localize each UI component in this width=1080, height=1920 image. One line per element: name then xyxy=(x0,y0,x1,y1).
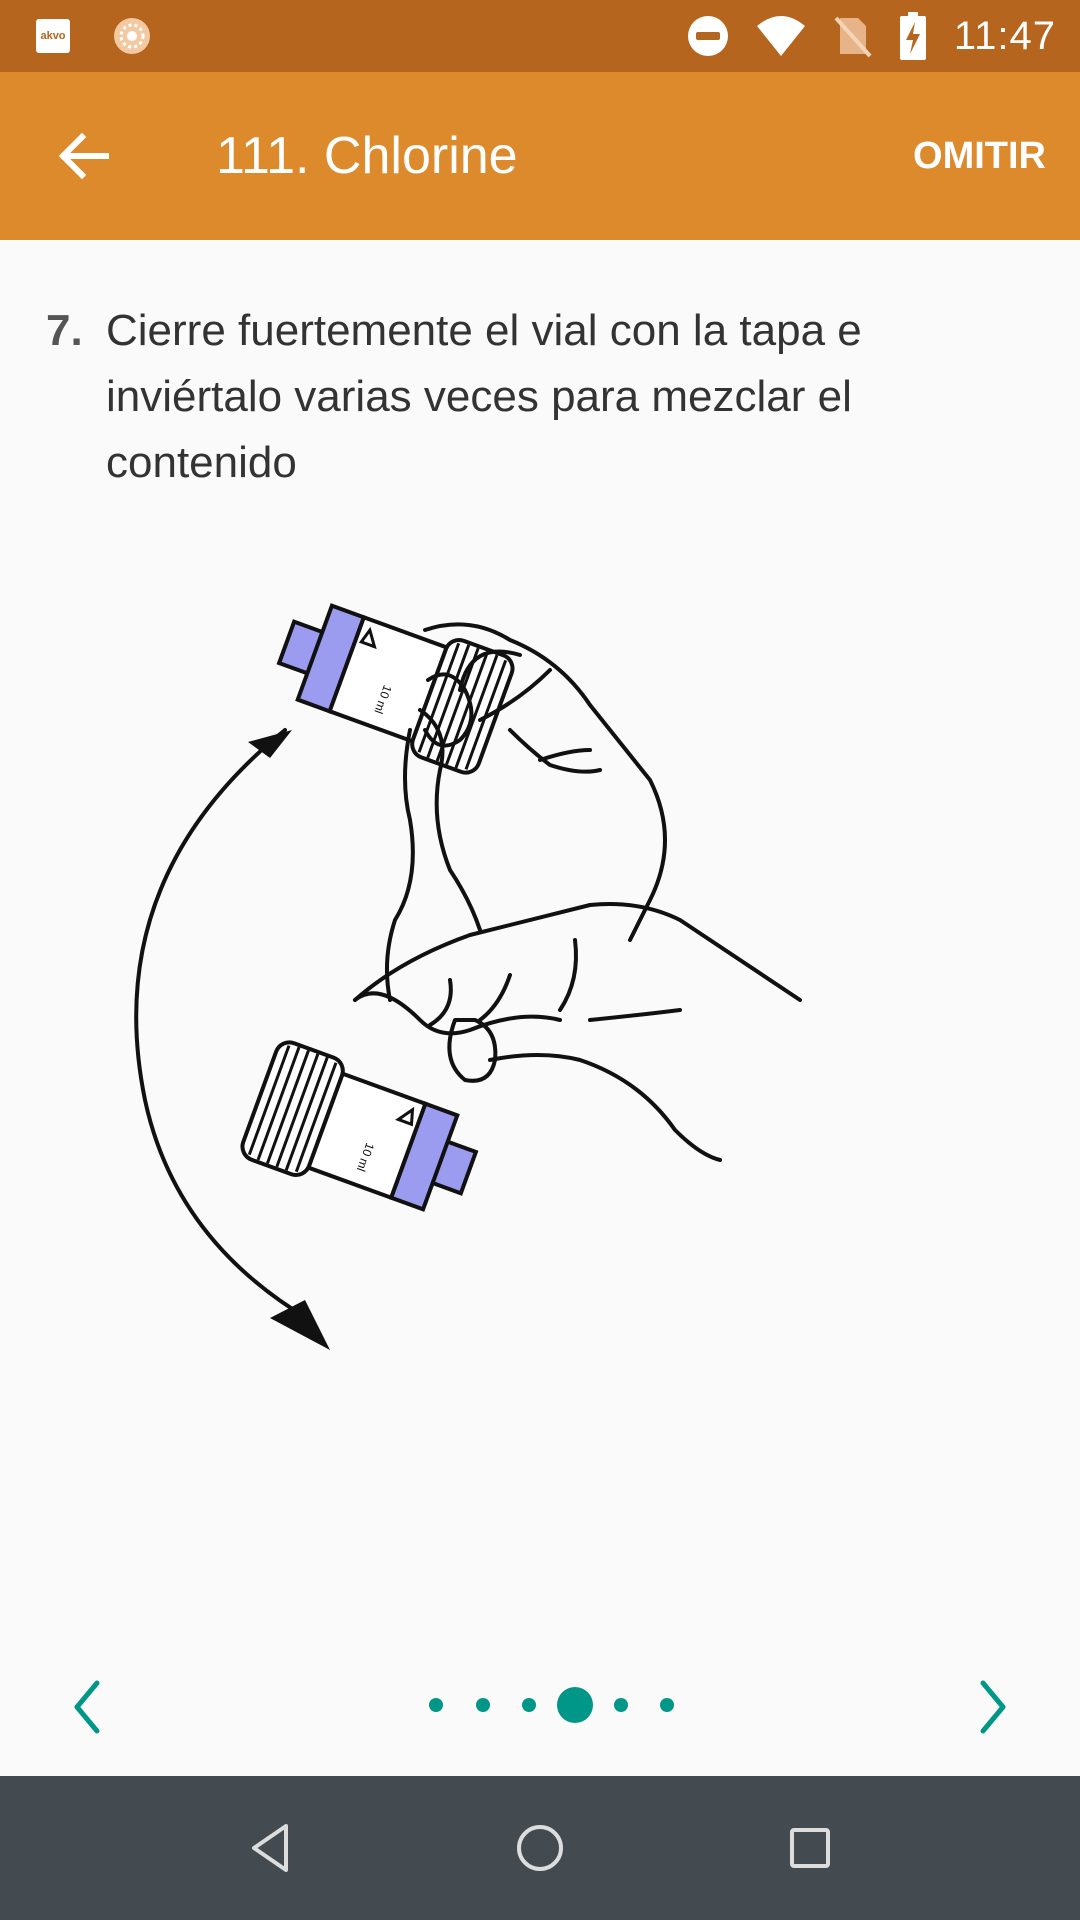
step-text: Cierre fuertemente el vial con la tapa e… xyxy=(106,306,862,487)
home-circle-icon xyxy=(517,1825,563,1871)
notification-icons: akvo xyxy=(36,14,154,58)
next-step-button[interactable] xyxy=(958,1672,1028,1742)
page-dot[interactable] xyxy=(522,1698,536,1712)
do-not-disturb-icon xyxy=(687,16,728,56)
page-dot[interactable] xyxy=(476,1698,490,1712)
wifi-icon xyxy=(756,16,805,56)
akvo-app-icon: akvo xyxy=(36,19,70,53)
page-title: 111. Chlorine xyxy=(216,127,518,185)
app-bar: 111. Chlorine OMITIR xyxy=(0,72,1080,240)
page-dot-active[interactable] xyxy=(557,1687,593,1723)
system-icons: 11:47 xyxy=(686,8,1056,64)
back-triangle-icon xyxy=(252,1824,288,1872)
system-nav-bar xyxy=(0,1776,1080,1920)
instruction-step: 7. Cierre fuertemente el vial con la tap… xyxy=(46,298,1006,496)
sun-app-icon xyxy=(114,18,150,54)
nav-recents-button[interactable] xyxy=(774,1812,846,1884)
skip-button[interactable]: OMITIR xyxy=(913,135,1046,177)
page-dot[interactable] xyxy=(660,1698,674,1712)
no-sim-icon xyxy=(834,16,872,58)
page-dot[interactable] xyxy=(614,1698,628,1712)
akvo-logo-text: akvo xyxy=(40,30,66,42)
clock: 11:47 xyxy=(953,13,1056,58)
back-button[interactable] xyxy=(44,116,124,196)
chevron-right-icon xyxy=(980,1680,1006,1734)
invert-vial-illustration: 10 ml 10 ml xyxy=(134,603,802,1350)
previous-step-button[interactable] xyxy=(52,1672,122,1742)
battery-charging-icon xyxy=(899,12,926,60)
nav-home-button[interactable] xyxy=(504,1812,576,1884)
arrow-back-icon xyxy=(58,132,109,180)
page-dot[interactable] xyxy=(429,1698,443,1712)
recents-square-icon xyxy=(790,1828,830,1868)
chevron-left-icon xyxy=(74,1680,100,1734)
step-pager xyxy=(0,1650,1080,1760)
step-number: 7. xyxy=(46,306,83,355)
nav-back-button[interactable] xyxy=(234,1812,306,1884)
status-bar: akvo 11:47 xyxy=(0,0,1080,72)
